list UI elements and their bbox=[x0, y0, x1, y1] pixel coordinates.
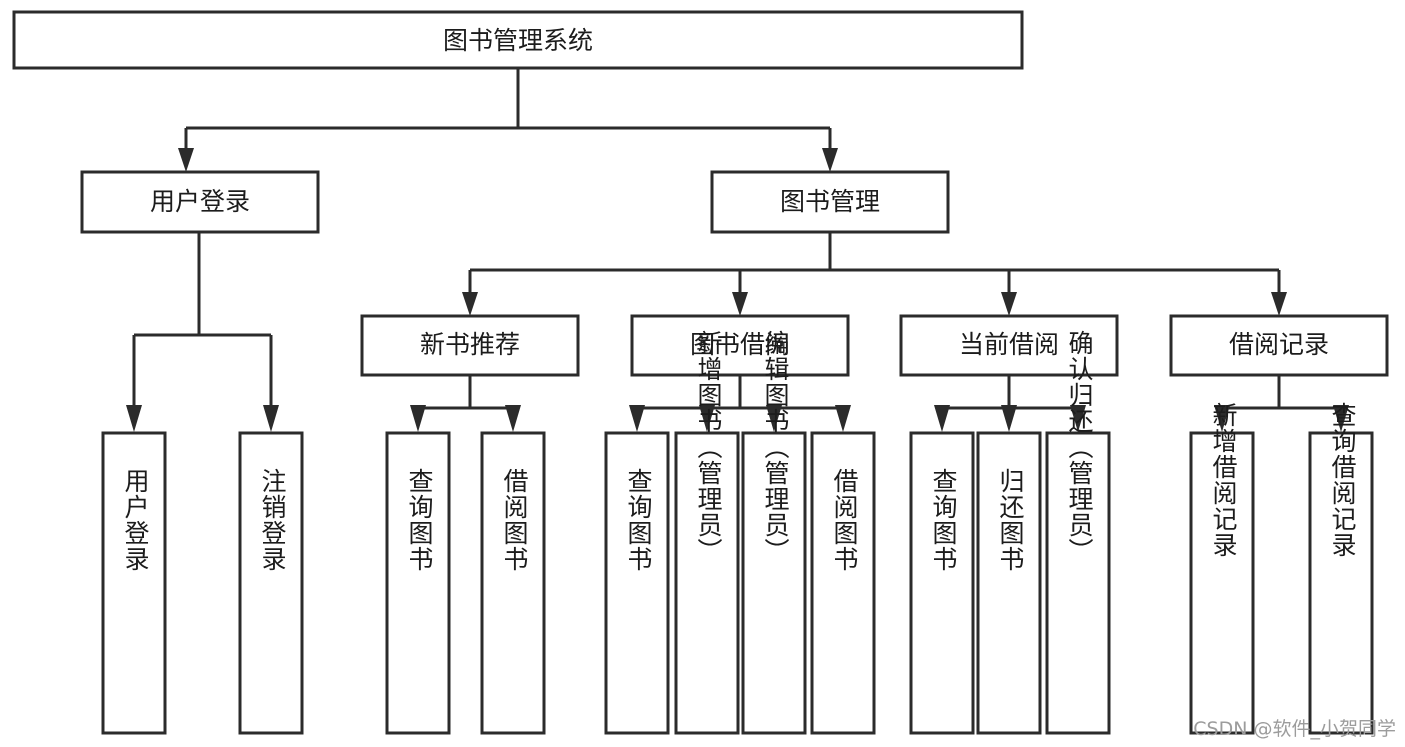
node-borrow-record[interactable]: 借阅记录 bbox=[1169, 314, 1389, 377]
node-leaf-add-record-box[interactable] bbox=[1189, 431, 1255, 735]
node-root-label: 图书管理系统 bbox=[443, 26, 593, 55]
node-new-book-recommend[interactable]: 新书推荐 bbox=[360, 314, 580, 377]
node-current-borrow-box[interactable] bbox=[899, 314, 1119, 377]
arrow-head-leaf-confirm-return bbox=[1070, 405, 1086, 432]
node-leaf-logout-login-box[interactable] bbox=[238, 431, 304, 735]
arrow-head-user-login bbox=[178, 148, 194, 172]
node-book-borrow-box[interactable] bbox=[630, 314, 850, 377]
node-leaf-edit-book[interactable]: 编辑图书（管理员） bbox=[741, 330, 807, 735]
arrow-head-leaf-query-book-3 bbox=[934, 405, 950, 432]
arrow-head-leaf-add-book bbox=[699, 405, 715, 432]
node-leaf-user-login-label: 用户登录 bbox=[121, 468, 150, 572]
node-leaf-add-book[interactable]: 新增图书（管理员） bbox=[674, 330, 740, 735]
node-leaf-logout-login[interactable]: 注销登录 bbox=[238, 431, 304, 735]
node-leaf-query-record[interactable]: 查询借阅记录 bbox=[1308, 402, 1374, 735]
arrow-head-leaf-add-record bbox=[1214, 405, 1230, 432]
node-borrow-record-label: 借阅记录 bbox=[1229, 330, 1329, 359]
connector-group-book-borrow bbox=[629, 375, 851, 432]
node-leaf-user-login-box[interactable] bbox=[101, 431, 167, 735]
node-leaf-add-book-box[interactable] bbox=[674, 431, 740, 735]
node-book-management-label: 图书管理 bbox=[780, 187, 880, 216]
arrow-head-current-borrow bbox=[1001, 292, 1017, 316]
node-user-login-label: 用户登录 bbox=[150, 187, 250, 216]
connector-group-user-login bbox=[126, 232, 279, 432]
node-book-borrow-label: 图书借阅 bbox=[690, 330, 790, 359]
node-leaf-query-book-1[interactable]: 查询图书 bbox=[385, 431, 451, 735]
node-new-book-recommend-box[interactable] bbox=[360, 314, 580, 377]
node-leaf-query-record-label: 查询借阅记录 bbox=[1328, 402, 1357, 558]
arrow-head-leaf-query-book-1 bbox=[410, 405, 426, 432]
arrow-head-leaf-borrow-book-2 bbox=[835, 405, 851, 432]
node-leaf-query-book-3[interactable]: 查询图书 bbox=[909, 431, 975, 735]
node-current-borrow-label: 当前借阅 bbox=[959, 330, 1059, 359]
node-book-borrow[interactable]: 图书借阅 bbox=[630, 314, 850, 377]
node-leaf-logout-login-label: 注销登录 bbox=[258, 468, 287, 572]
connector-group-book-management bbox=[462, 232, 1287, 316]
arrow-head-leaf-query-book-2 bbox=[629, 405, 645, 432]
node-leaf-query-book-1-box[interactable] bbox=[385, 431, 451, 735]
node-user-login[interactable]: 用户登录 bbox=[80, 170, 320, 234]
arrow-head-new-book-recommend bbox=[462, 292, 478, 316]
node-leaf-return-book[interactable]: 归还图书 bbox=[976, 431, 1042, 735]
node-root[interactable]: 图书管理系统 bbox=[12, 10, 1024, 70]
node-leaf-add-record[interactable]: 新增借阅记录 bbox=[1189, 402, 1255, 735]
arrow-head-book-borrow bbox=[732, 292, 748, 316]
node-leaf-add-record-label: 新增借阅记录 bbox=[1209, 402, 1238, 558]
node-leaf-confirm-return-box[interactable] bbox=[1045, 431, 1111, 735]
arrow-head-leaf-return-book bbox=[1001, 405, 1017, 432]
node-leaf-query-book-2-label: 查询图书 bbox=[624, 468, 653, 572]
node-leaf-query-book-3-label: 查询图书 bbox=[929, 468, 958, 572]
node-leaf-return-book-box[interactable] bbox=[976, 431, 1042, 735]
arrow-head-leaf-user-login bbox=[126, 405, 142, 432]
arrow-head-leaf-logout-login bbox=[263, 405, 279, 432]
node-borrow-record-box[interactable] bbox=[1169, 314, 1389, 377]
node-leaf-query-book-3-box[interactable] bbox=[909, 431, 975, 735]
node-leaf-borrow-book-2-label: 借阅图书 bbox=[830, 468, 859, 572]
connector-group-borrow-record bbox=[1214, 375, 1349, 432]
arrow-head-leaf-query-record bbox=[1333, 405, 1349, 432]
node-leaf-borrow-book-2-box[interactable] bbox=[810, 431, 876, 735]
node-leaf-return-book-label: 归还图书 bbox=[996, 468, 1025, 572]
arrow-head-leaf-edit-book bbox=[766, 405, 782, 432]
node-leaf-borrow-book-1-label: 借阅图书 bbox=[500, 468, 529, 572]
node-leaf-query-book-1-label: 查询图书 bbox=[405, 468, 434, 572]
node-leaf-confirm-return[interactable]: 确认归还（管理员） bbox=[1045, 330, 1111, 735]
arrow-head-borrow-record bbox=[1271, 292, 1287, 316]
csdn-watermark: CSDN @软件_小贺同学 bbox=[1193, 718, 1396, 740]
connector-group-new-book-recommend bbox=[410, 375, 521, 432]
node-leaf-query-book-2-box[interactable] bbox=[604, 431, 670, 735]
connector-group-root bbox=[178, 68, 838, 172]
node-leaf-query-record-box[interactable] bbox=[1308, 431, 1374, 735]
node-leaf-borrow-book-1[interactable]: 借阅图书 bbox=[480, 431, 546, 735]
node-leaf-borrow-book-2[interactable]: 借阅图书 bbox=[810, 431, 876, 735]
node-root-box[interactable] bbox=[12, 10, 1024, 70]
node-leaf-edit-book-box[interactable] bbox=[741, 431, 807, 735]
node-current-borrow[interactable]: 当前借阅 bbox=[899, 314, 1119, 377]
arrow-head-book-management bbox=[822, 148, 838, 172]
arrow-head-leaf-borrow-book-1 bbox=[505, 405, 521, 432]
node-leaf-edit-book-label: 编辑图书（管理员） bbox=[761, 330, 790, 564]
node-leaf-add-book-label: 新增图书（管理员） bbox=[694, 330, 723, 564]
node-leaf-borrow-book-1-box[interactable] bbox=[480, 431, 546, 735]
node-leaf-query-book-2[interactable]: 查询图书 bbox=[604, 431, 670, 735]
node-user-login-box[interactable] bbox=[80, 170, 320, 234]
node-new-book-recommend-label: 新书推荐 bbox=[420, 330, 520, 359]
node-leaf-confirm-return-label: 确认归还（管理员） bbox=[1065, 330, 1094, 564]
node-leaf-user-login[interactable]: 用户登录 bbox=[101, 431, 167, 735]
node-book-management-box[interactable] bbox=[710, 170, 950, 234]
connector-group-current-borrow bbox=[934, 375, 1086, 432]
node-book-management[interactable]: 图书管理 bbox=[710, 170, 950, 234]
